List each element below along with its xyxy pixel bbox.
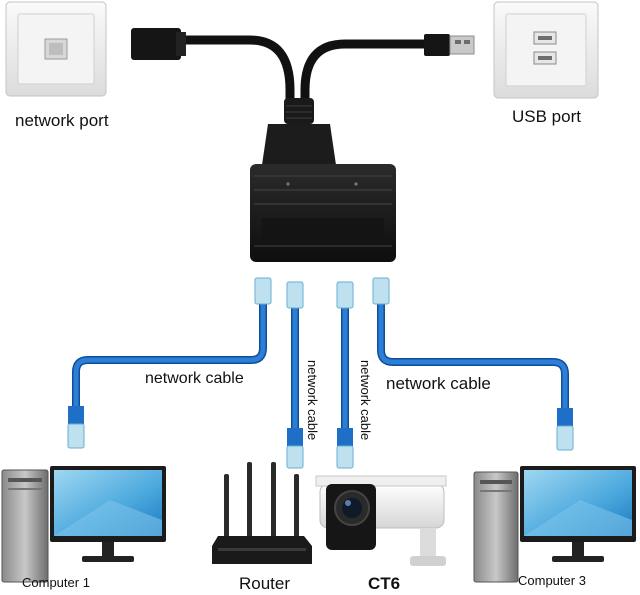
network-port-label: network port: [15, 111, 109, 130]
usb-port-label: USB port: [512, 107, 581, 126]
router-label: Router: [239, 574, 291, 593]
network-cable-label-vertical-1: network cable: [305, 360, 320, 441]
camera-illustration: [315, 475, 447, 566]
splitter-body: [250, 98, 396, 262]
router-illustration: [212, 462, 312, 564]
usb-wall-port: [493, 1, 599, 99]
rj45-female-connector: [131, 28, 186, 60]
computer-3-label: Computer 3: [518, 573, 586, 588]
computer-1-label: Computer 1: [22, 575, 90, 590]
splitter-input-cables: [185, 35, 425, 105]
network-wall-port: [5, 1, 107, 97]
network-cable-label-vertical-2: network cable: [358, 360, 373, 441]
rj45-plugs-top: [254, 277, 390, 309]
network-cables: [72, 296, 569, 434]
camera-label: CT6: [368, 574, 401, 593]
rj45-plugs-bottom: [67, 406, 574, 469]
computer-3-illustration: [473, 466, 636, 583]
usb-male-plug: [424, 34, 475, 56]
computer-1-illustration: [1, 466, 166, 583]
network-cable-label-left: network cable: [145, 370, 244, 387]
network-cable-label-right: network cable: [386, 374, 491, 393]
